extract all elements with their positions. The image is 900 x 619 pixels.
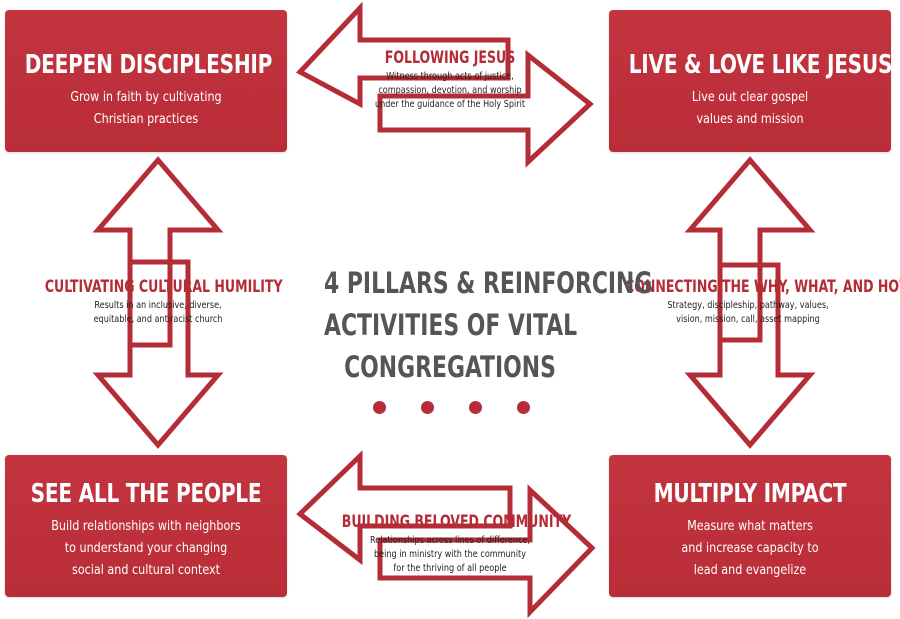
pillar-desc-line: values and mission [696, 111, 804, 127]
pillar-description: Measure what matters and increase capaci… [640, 515, 861, 581]
activity-description: Witness through acts of justice, compass… [360, 70, 540, 112]
pillar-desc-line: lead and evangelize [693, 562, 807, 578]
pillar-desc-line: Grow in faith by cultivating [70, 89, 222, 105]
activity-title: BUILDING BELOVED COMMUNITY [341, 512, 572, 532]
pillar-desc-line: to understand your changing [64, 540, 228, 556]
decorative-dot [373, 401, 386, 414]
pillar-title: DEEPEN DISCIPLESHIP [24, 50, 273, 80]
right-double-arrow-down [684, 262, 816, 449]
pillar-title: LIVE & LOVE LIKE JESUS [628, 50, 893, 80]
bottom-double-arrow-left [296, 450, 513, 566]
activity-desc-line: Relationships across lines of difference… [370, 535, 530, 546]
activity-desc-line: for the thriving of all people [393, 563, 507, 574]
pillar-description: Live out clear gospel values and mission [640, 86, 861, 130]
pillar-description: Build relationships with neighbors to un… [36, 515, 257, 581]
decorative-dot [421, 401, 434, 414]
center-title-line: 4 PILLARS & REINFORCING [324, 266, 653, 300]
decorative-dot [517, 401, 530, 414]
activity-desc-line: Strategy, discipleship, pathway, values, [667, 300, 829, 311]
activity-title: CULTIVATING CULTURAL HUMILITY [44, 277, 283, 297]
pillar-desc-line: Build relationships with neighbors [51, 518, 241, 534]
activity-building-beloved-community: BUILDING BELOVED COMMUNITY Relationships… [318, 512, 582, 576]
pillar-title: SEE ALL THE PEOPLE [30, 479, 262, 509]
left-double-arrow-down [92, 259, 224, 449]
activity-title: CONNECTING THE WHY, WHAT, AND HOW [625, 277, 900, 297]
pillar-desc-line: Christian practices [93, 111, 199, 127]
activity-desc-line: under the guidance of the Holy Spirit [374, 99, 526, 110]
decorative-dot [469, 401, 482, 414]
activity-desc-line: compassion, devotion, and worship [378, 85, 522, 96]
activity-title: FOLLOWING JESUS [384, 48, 516, 68]
pillar-title: MULTIPLY IMPACT [653, 479, 847, 509]
activity-desc-line: being in ministry with the community [373, 549, 527, 560]
top-double-arrow-right [377, 49, 594, 168]
activity-desc-line: Witness through acts of justice, [386, 71, 514, 82]
pillar-description: Grow in faith by cultivating Christian p… [36, 86, 257, 130]
pillar-desc-line: and increase capacity to [681, 540, 819, 556]
pillar-live-love-like-jesus: LIVE & LOVE LIKE JESUS Live out clear go… [609, 10, 893, 152]
pillar-multiply-impact: MULTIPLY IMPACT Measure what matters and… [609, 455, 891, 597]
center-title-line: ACTIVITIES OF VITAL [324, 308, 578, 342]
activity-desc-line: vision, mission, call, asset mapping [676, 314, 820, 325]
activity-desc-line: Results in an inclusive, diverse, [94, 300, 222, 311]
center-title: 4 PILLARS & REINFORCING ACTIVITIES OF VI… [300, 262, 653, 388]
activity-desc-line: equitable, and antiracist church [93, 314, 223, 325]
activity-description: Relationships across lines of difference… [331, 534, 569, 576]
pillar-see-all-the-people: SEE ALL THE PEOPLE Build relationships w… [5, 455, 287, 597]
activity-cultivating-cultural-humility: CULTIVATING CULTURAL HUMILITY Results in… [20, 277, 296, 327]
activity-following-jesus: FOLLOWING JESUS Witness through acts of … [350, 48, 550, 112]
activity-connecting-why-what-how: CONNECTING THE WHY, WHAT, AND HOW Strate… [598, 277, 900, 327]
left-double-arrow-up [92, 156, 224, 348]
pillar-desc-line: social and cultural context [72, 562, 220, 578]
bottom-double-arrow-right [377, 484, 596, 619]
top-double-arrow [295, 1, 511, 109]
center-title-line: CONGREGATIONS [344, 350, 556, 384]
pillar-desc-line: Measure what matters [687, 518, 813, 534]
right-double-arrow-up [684, 156, 816, 343]
pillar-deepen-discipleship: DEEPEN DISCIPLESHIP Grow in faith by cul… [5, 10, 287, 152]
pillar-desc-line: Live out clear gospel [691, 89, 809, 105]
activity-description: Results in an inclusive, diverse, equita… [34, 299, 282, 327]
activity-description: Strategy, discipleship, pathway, values,… [613, 299, 883, 327]
